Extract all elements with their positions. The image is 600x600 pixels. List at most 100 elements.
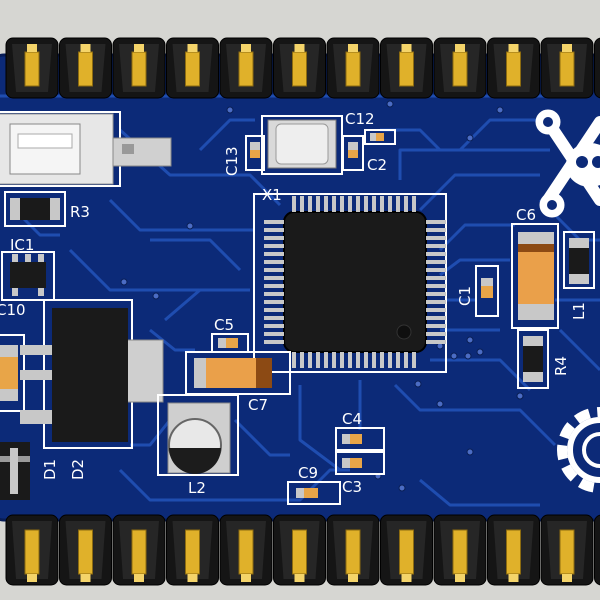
mcu-pin [364, 352, 368, 368]
mcu-pin [264, 292, 284, 296]
mcu-pin [426, 220, 446, 224]
mcu-pin [292, 352, 296, 368]
pin-header-bottom [5, 514, 600, 586]
voltage-regulator [20, 299, 164, 449]
label-c6: C6 [516, 206, 536, 224]
via [414, 380, 422, 388]
label-c5: C5 [214, 316, 234, 334]
label-l2: L2 [188, 479, 206, 497]
capacitor-c7 [185, 351, 291, 395]
mcu-pin [300, 196, 304, 212]
mcu-pin [396, 196, 400, 212]
header-pin [112, 37, 166, 99]
capacitor-c12 [342, 135, 364, 171]
inductor-l2 [157, 394, 239, 476]
mcu-pin [396, 352, 400, 368]
via [436, 400, 444, 408]
label-d2: D2 [69, 459, 87, 480]
mcu-pin [316, 352, 320, 368]
mcu-pin [324, 196, 328, 212]
header-pin [219, 514, 273, 586]
mcu-pin [264, 220, 284, 224]
inductor-l1 [563, 231, 595, 289]
mcu-pin [426, 276, 446, 280]
mcu-pin [426, 332, 446, 336]
header-pin [540, 514, 594, 586]
mcu-pin [264, 300, 284, 304]
mcu-pin [348, 196, 352, 212]
mcu-pin [426, 228, 446, 232]
mcu-pin [264, 252, 284, 256]
mcu-pin [364, 196, 368, 212]
mcu-pin [308, 352, 312, 368]
via [516, 392, 524, 400]
label-r4: R4 [552, 356, 570, 376]
mcu-pin [308, 196, 312, 212]
mcu-pin [324, 352, 328, 368]
header-pin [380, 37, 433, 99]
mcu-pin [264, 340, 284, 344]
label-c9: C9 [298, 464, 318, 482]
mcu-pin [426, 244, 446, 248]
via [466, 336, 474, 344]
mcu-pin [356, 352, 360, 368]
via [186, 222, 194, 230]
resistor-r4 [517, 329, 549, 389]
via [226, 106, 234, 114]
mcu-pin [404, 352, 408, 368]
mcu-pin [426, 324, 446, 328]
header-pin [5, 514, 59, 586]
diode-d1 [0, 442, 30, 500]
mcu-pin [264, 284, 284, 288]
capacitor-c3 [335, 451, 385, 475]
mcu-pin [412, 352, 416, 368]
label-c1: C1 [456, 286, 474, 306]
via [152, 292, 160, 300]
via [496, 106, 504, 114]
mcu-pin [380, 196, 384, 212]
mcu-pin [340, 352, 344, 368]
header-pin [112, 514, 166, 586]
mcu-pin [264, 332, 284, 336]
mcu-pin [264, 260, 284, 264]
via [476, 348, 484, 356]
via [398, 484, 406, 492]
pin-header-top [5, 37, 600, 99]
mcu-pin [264, 244, 284, 248]
mcu-pin [426, 260, 446, 264]
header-pin [540, 37, 594, 99]
capacitor-c1 [475, 265, 499, 317]
header-pin [487, 514, 540, 586]
label-c13: C13 [223, 146, 241, 176]
via [450, 352, 458, 360]
header-pin [219, 37, 273, 99]
mcu-pin [426, 236, 446, 240]
mcu-pin [426, 284, 446, 288]
crystal-x1 [261, 115, 343, 175]
header-pin [59, 514, 112, 586]
header-pin [273, 514, 326, 586]
capacitor-c6 [511, 223, 559, 329]
capacitor-c13 [245, 135, 265, 171]
skull-and-wrench-icon [535, 109, 600, 218]
via [386, 100, 394, 108]
label-c3: C3 [342, 478, 362, 496]
mcu-pin [264, 316, 284, 320]
mcu-pin [426, 316, 446, 320]
label-l1: L1 [570, 302, 588, 320]
mcu-pin [426, 300, 446, 304]
header-pin [273, 37, 326, 99]
mcu-pin [332, 352, 336, 368]
mcu-pin [388, 196, 392, 212]
ic1-chip [1, 251, 55, 301]
mcu-pin [264, 324, 284, 328]
pin1-marker [396, 324, 412, 340]
mcu-pin [316, 196, 320, 212]
mcu-pin [372, 196, 376, 212]
mcu-pin [356, 196, 360, 212]
mcu-pin [300, 352, 304, 368]
via [466, 134, 474, 142]
mcu-pin [264, 236, 284, 240]
header-pin [59, 37, 112, 99]
mcu-pin [264, 268, 284, 272]
